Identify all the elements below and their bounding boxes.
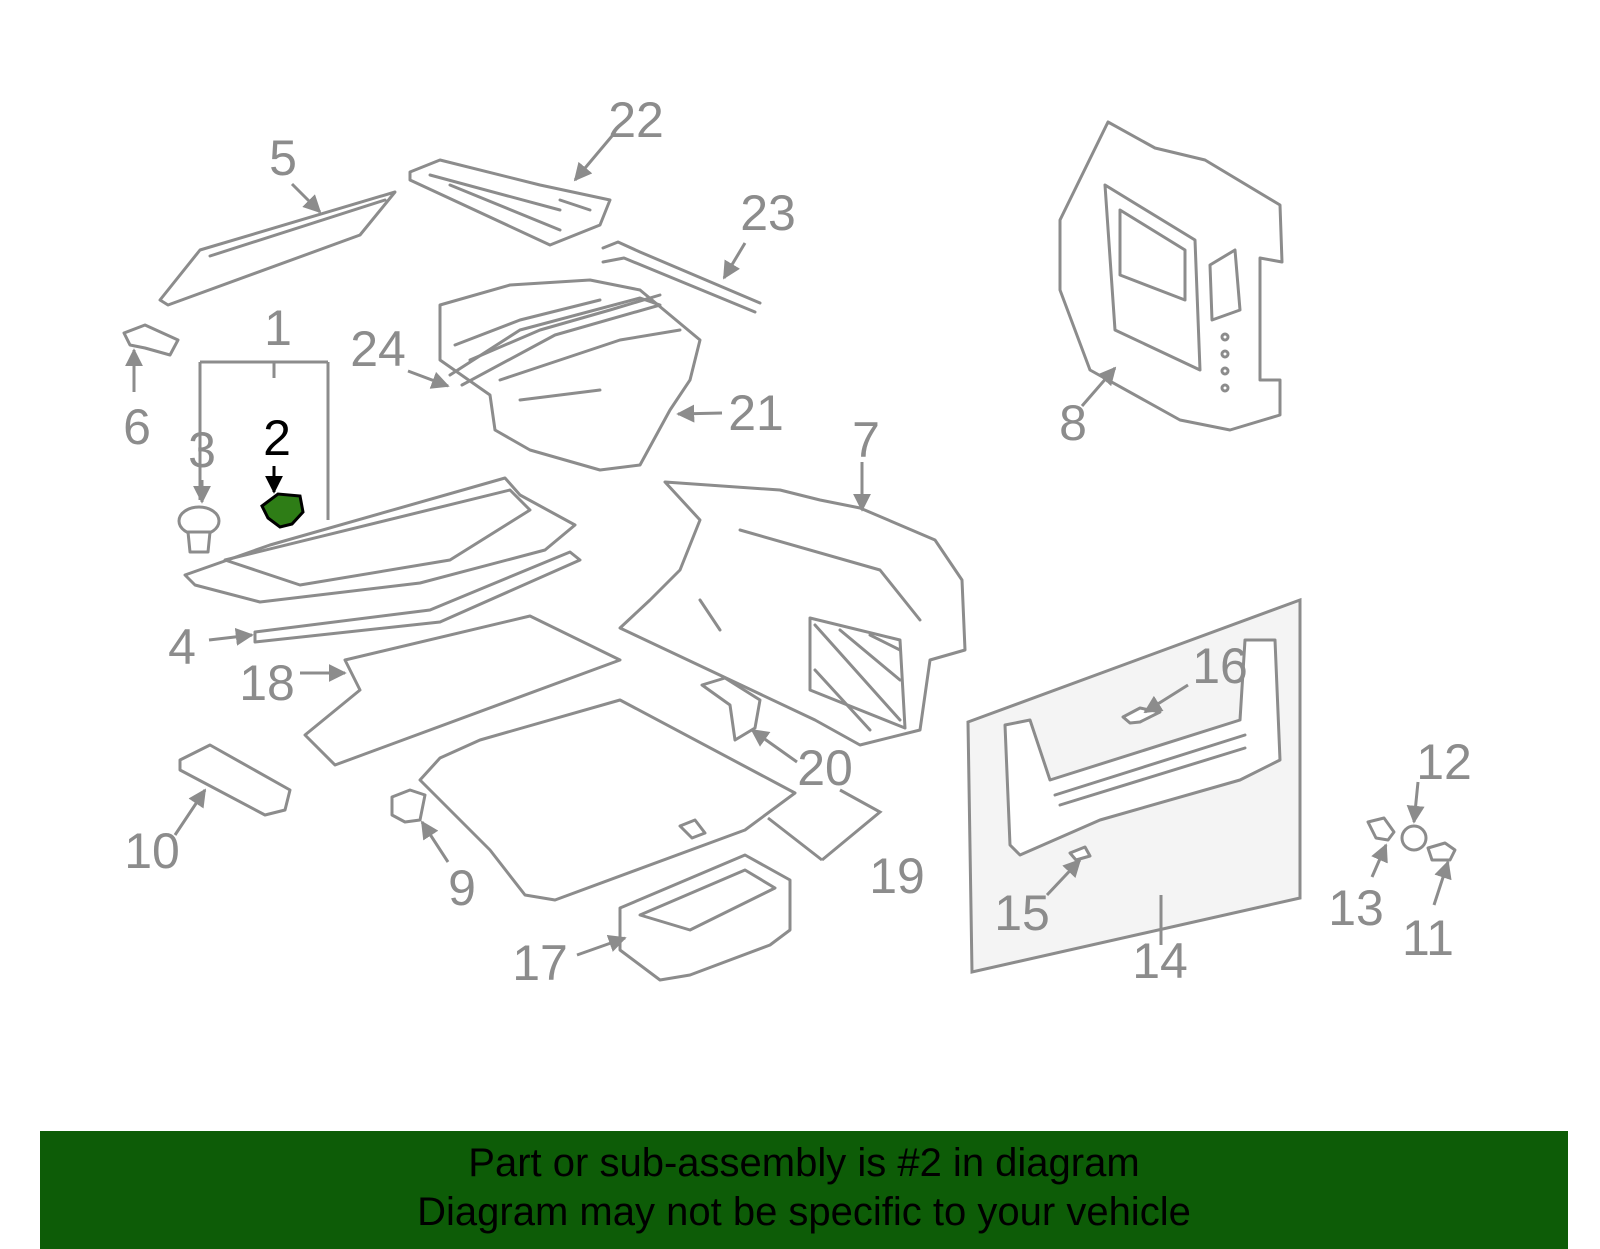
callout-7: 7 [852,412,880,468]
callout-4: 4 [168,619,196,675]
part-6-bracket [122,323,180,357]
callout-12: 12 [1416,734,1472,790]
part-24-strap [448,296,662,387]
callout-labels: 1 2 3 4 5 6 7 8 9 10 11 12 13 14 15 16 1… [123,92,1472,991]
callout-20: 20 [797,740,853,796]
callout-19: 19 [869,848,925,904]
part-21-tub [438,278,702,472]
callout-3: 3 [188,422,216,478]
callout-15: 15 [994,885,1050,941]
part-22-jack [408,158,612,247]
part-23-rod [601,240,762,314]
part-17-storage-box [618,853,792,982]
callout-17: 17 [512,935,568,991]
callout-8: 8 [1059,395,1087,451]
callout-14: 14 [1132,933,1188,989]
callout-22: 22 [608,92,664,148]
part-2-highlighted [260,492,305,529]
part-4-strip [253,550,582,644]
callout-16: 16 [1192,638,1248,694]
callout-11: 11 [1402,910,1454,966]
part-3-clip [177,505,221,554]
part-18-floor-panel [303,614,622,767]
callout-5: 5 [269,130,297,186]
part-11-screw [1426,841,1457,862]
callout-6: 6 [123,399,151,455]
part-14-sill-trim [1003,638,1282,857]
part-15-clip [1068,845,1092,862]
part-8-side-panel [1058,120,1284,432]
callout-18: 18 [239,655,295,711]
part-1-tray [183,476,577,604]
banner-line-1: Part or sub-assembly is #2 in diagram [468,1141,1140,1185]
part-19-handle [678,818,707,840]
callout-24: 24 [350,321,406,377]
part-7-quarter-trim [618,480,967,747]
banner-line-2: Diagram may not be specific to your vehi… [417,1190,1191,1234]
callout-13: 13 [1328,880,1384,936]
part-5-shelf-panel [158,190,397,307]
callout-10: 10 [124,823,180,879]
info-banner: Part or sub-assembly is #2 in diagram Di… [40,1131,1568,1249]
part-13-clip [1366,816,1396,842]
callout-21: 21 [728,385,784,441]
part-12-grommet [1400,824,1428,852]
part-20-bracket [700,676,762,742]
part-10-sill [178,743,292,817]
callout-9: 9 [448,860,476,916]
part-19-floor-mat [418,698,797,902]
part-9-block [390,788,427,824]
callout-2: 2 [263,410,291,466]
leader-lines [125,135,1452,957]
callout-23: 23 [740,185,796,241]
callout-1: 1 [264,300,292,356]
